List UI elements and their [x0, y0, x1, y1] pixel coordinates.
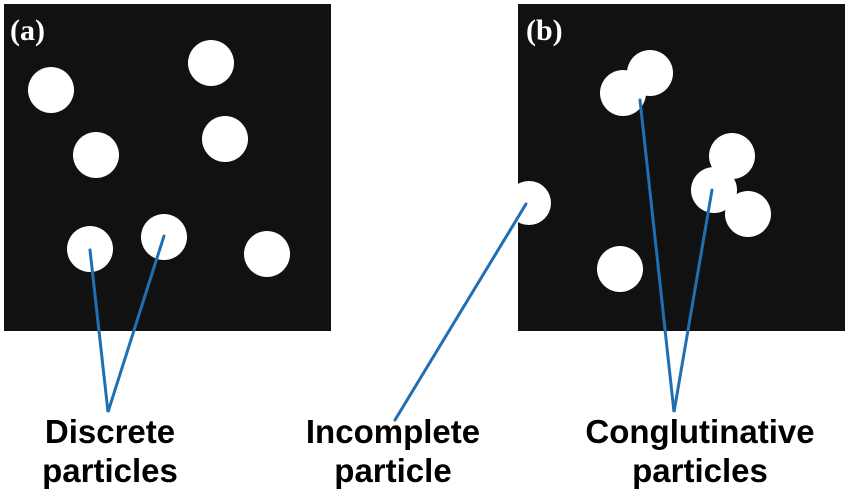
discrete-particle — [73, 132, 119, 178]
panel-b-letter: (b) — [526, 14, 563, 47]
discrete-particle — [28, 67, 74, 113]
conglutinative-label-line1: Conglutinative — [585, 413, 814, 450]
conglutinative-label-line2: particles — [632, 452, 768, 489]
discrete-callout: Discrete particles — [42, 413, 178, 489]
incomplete-particle — [507, 181, 551, 225]
conglutinative-leader-line — [638, 98, 714, 413]
conglutinative-callout: Conglutinative particles — [585, 413, 814, 489]
discrete-label-line2: particles — [42, 452, 178, 489]
conglutinative-particle — [600, 70, 646, 116]
discrete-particle — [202, 116, 248, 162]
conglutinative-particle — [725, 191, 771, 237]
incomplete-leader-line — [393, 202, 528, 422]
panel-b: (b) — [507, 4, 845, 331]
incomplete-callout: Incomplete particle — [306, 413, 480, 489]
discrete-particle — [597, 246, 643, 292]
discrete-particle — [188, 40, 234, 86]
panel-a: (a) — [4, 4, 331, 331]
leader-lines — [88, 98, 714, 422]
panel-a-letter: (a) — [10, 14, 45, 47]
panel-a-background — [4, 4, 331, 331]
discrete-particle — [244, 231, 290, 277]
panel-b-background — [518, 4, 845, 331]
incomplete-label-line2: particle — [334, 452, 451, 489]
discrete-leader-line — [88, 234, 166, 413]
conglutinative-particle — [709, 133, 755, 179]
discrete-label-line1: Discrete — [45, 413, 175, 450]
incomplete-label-line1: Incomplete — [306, 413, 480, 450]
conglutinative-particle — [691, 167, 737, 213]
